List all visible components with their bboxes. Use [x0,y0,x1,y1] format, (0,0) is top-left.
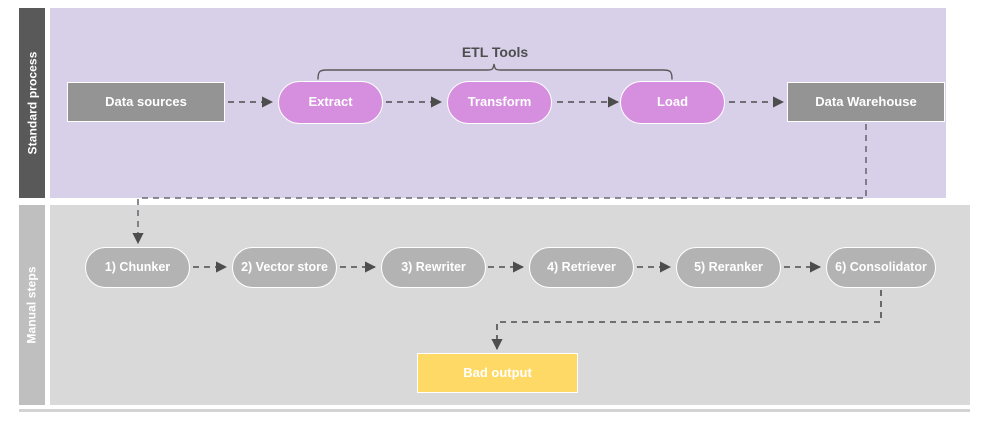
lane-manual-steps-label: Manual steps [19,205,45,405]
node-step-vector-store[interactable]: 2) Vector store [232,247,337,288]
node-step-retriever-label: 4) Retriever [547,260,616,275]
node-step-chunker-label: 1) Chunker [104,260,171,275]
node-data-sources[interactable]: Data sources [67,82,225,122]
node-bad-output[interactable]: Bad output [417,353,578,393]
node-step-reranker-label: 5) Reranker [694,260,763,275]
lane-manual-steps-label-text: Manual steps [25,266,40,344]
lane-standard-process-label: Standard process [19,8,45,198]
node-step-reranker[interactable]: 5) Reranker [676,247,781,288]
lane-standard-process-label-text: Standard process [25,51,39,155]
node-step-rewriter-label: 3) Rewriter [401,260,466,275]
node-extract[interactable]: Extract [278,81,383,124]
node-step-vector-store-label: 2) Vector store [241,260,328,275]
node-step-retriever[interactable]: 4) Retriever [529,247,634,288]
node-data-warehouse-label: Data Warehouse [815,93,917,109]
node-data-sources-label: Data sources [105,93,187,109]
lane-divider [19,409,970,412]
node-step-rewriter[interactable]: 3) Rewriter [381,247,486,288]
node-transform-label: Transform [467,94,532,110]
node-load-label: Load [656,94,689,110]
node-step-consolidator[interactable]: 6) Consolidator [826,247,936,288]
node-load[interactable]: Load [620,81,725,124]
node-transform[interactable]: Transform [447,81,552,124]
node-bad-output-label: Bad output [463,364,532,380]
node-extract-label: Extract [308,94,353,110]
etl-tools-caption: ETL Tools [461,44,529,60]
node-data-warehouse[interactable]: Data Warehouse [787,82,945,122]
node-step-chunker[interactable]: 1) Chunker [85,247,190,288]
node-step-consolidator-label: 6) Consolidator [835,260,927,275]
